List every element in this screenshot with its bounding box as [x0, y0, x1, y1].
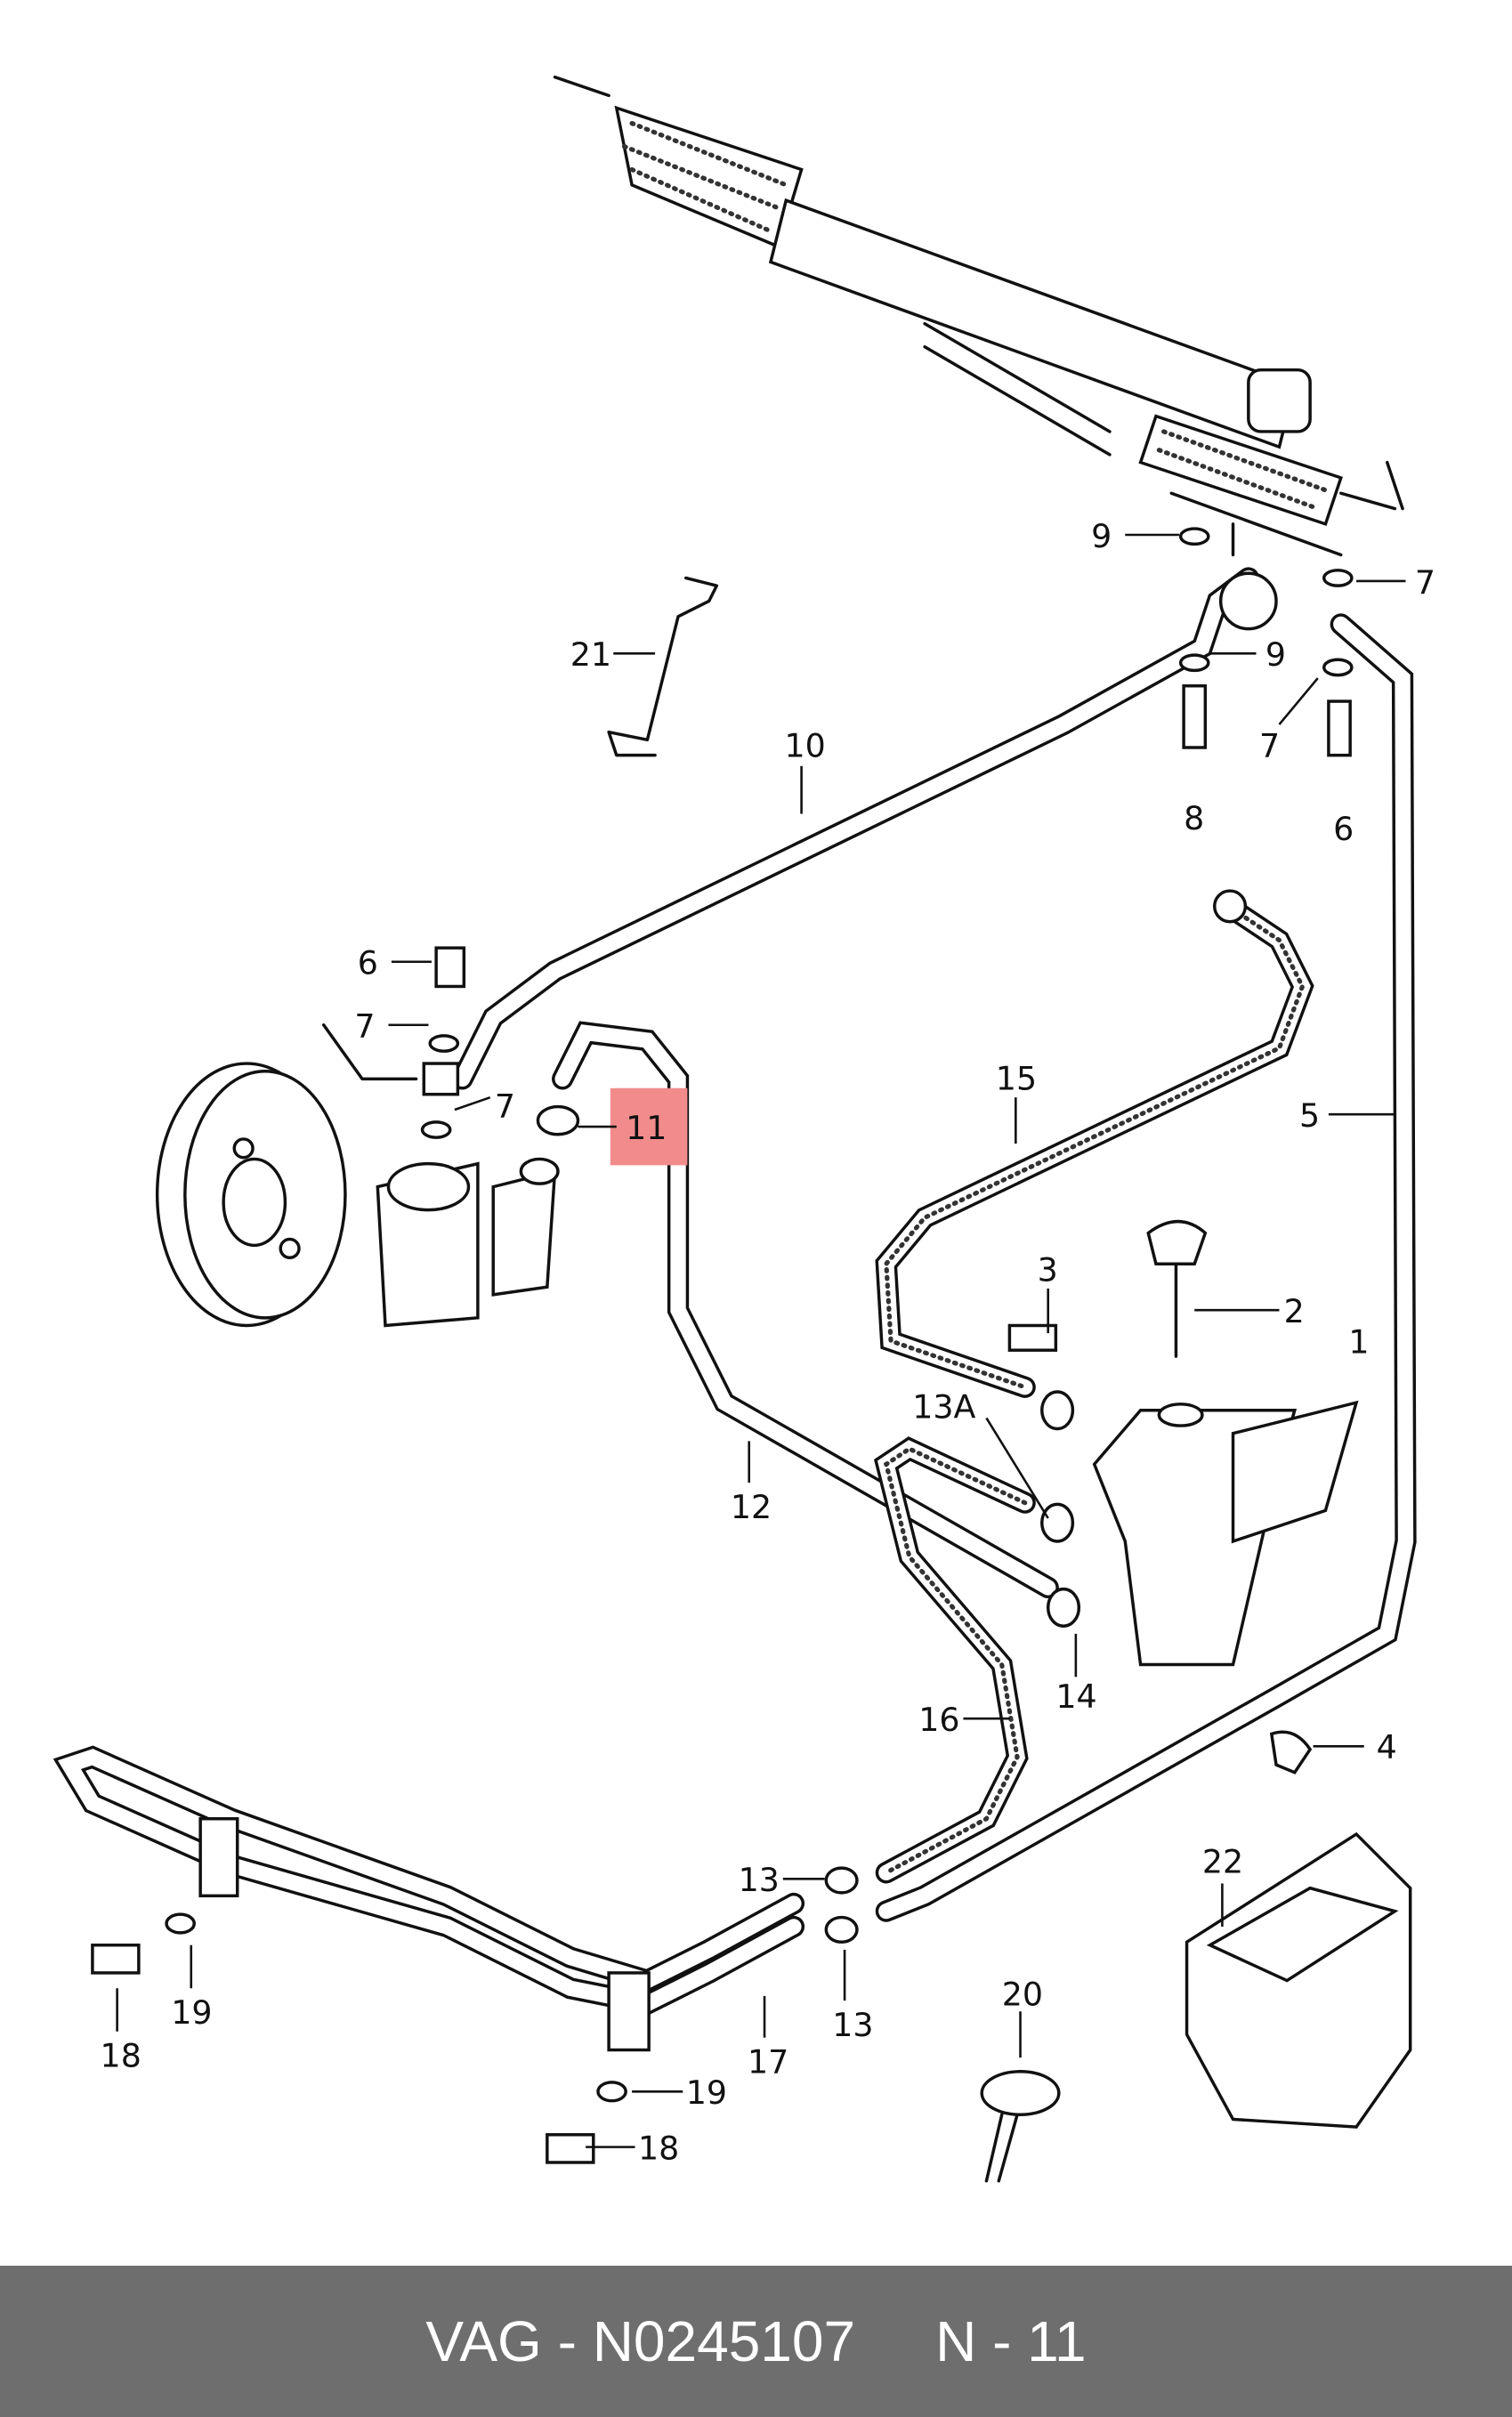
- callout-7: 7: [354, 1007, 375, 1046]
- callout-16: 16: [918, 1701, 959, 1739]
- callout-labels: 9 7 21 9 10 7 8 6 6 7 7 11 15 5 3 2 1 13…: [101, 517, 1435, 2168]
- callout-18: 18: [101, 2037, 141, 2075]
- return-line-5: [875, 613, 1417, 1922]
- footer-bar: VAG - N0245107 N - 11: [0, 2266, 1512, 2417]
- steering-rack: [553, 75, 1404, 557]
- part-number: VAG - N0245107: [425, 2309, 856, 2373]
- callout-18: 18: [638, 2129, 679, 2167]
- parts-diagram: 9 7 21 9 10 7 8 6 6 7 7 11 15 5 3 2 1 13…: [53, 75, 1435, 2183]
- pressure-line-10: [451, 567, 1278, 1090]
- callout-15: 15: [996, 1060, 1037, 1098]
- callout-8: 8: [1184, 799, 1204, 837]
- callout-7: 7: [495, 1087, 515, 1126]
- callout-22: 22: [1202, 1842, 1243, 1880]
- callout-9: 9: [1091, 517, 1112, 555]
- highlight-box: [610, 1087, 688, 1166]
- callout-17: 17: [748, 2043, 788, 2082]
- callout-14: 14: [1055, 1677, 1096, 1716]
- cover-22: [1185, 1831, 1412, 2129]
- clamp-20: [980, 2070, 1061, 2183]
- callout-11-highlighted: 11: [626, 1109, 667, 1147]
- diagram-position: N - 11: [935, 2309, 1087, 2373]
- callout-2: 2: [1284, 1292, 1305, 1330]
- callout-1: 1: [1348, 1323, 1369, 1362]
- callout-3: 3: [1038, 1250, 1058, 1289]
- hose-16: [874, 1436, 1036, 1884]
- callout-12: 12: [731, 1488, 772, 1526]
- callout-5: 5: [1299, 1096, 1320, 1135]
- cooler-line-17: [53, 1745, 805, 2164]
- callout-19: 19: [686, 2073, 727, 2112]
- clip-21: [607, 576, 719, 757]
- callout-7: 7: [1415, 563, 1435, 602]
- callout-20: 20: [1002, 1975, 1043, 2013]
- callout-6: 6: [358, 944, 378, 982]
- hose-15: [875, 889, 1314, 1398]
- leader-lines: [116, 533, 1406, 2148]
- callout-6: 6: [1333, 810, 1354, 848]
- callout-7: 7: [1259, 726, 1280, 764]
- callout-9: 9: [1265, 635, 1286, 674]
- power-steering-pump: [155, 946, 560, 1328]
- callout-13A: 13A: [912, 1387, 975, 1426]
- reservoir-1: [1092, 1220, 1359, 1774]
- callout-21: 21: [570, 635, 611, 674]
- callout-4: 4: [1377, 1728, 1397, 1766]
- callout-13: 13: [739, 1861, 780, 1899]
- hose-12: [552, 1021, 1059, 1599]
- callout-19: 19: [171, 1993, 212, 2032]
- callout-13: 13: [832, 2006, 873, 2044]
- callout-10: 10: [785, 726, 826, 764]
